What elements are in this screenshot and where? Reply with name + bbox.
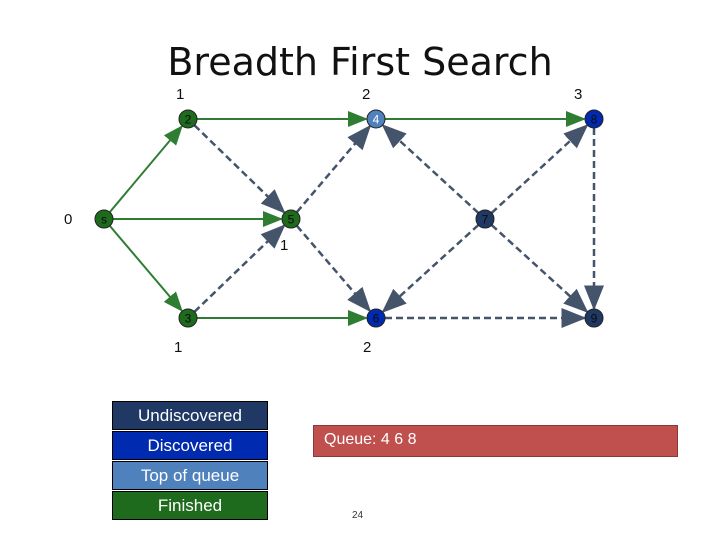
edge-2-5 [193,124,286,214]
distance-label: 1 [174,339,183,356]
node-3: 3 [178,308,198,328]
distance-label: 3 [574,86,583,103]
node-6: 6 [366,308,386,328]
node-circle [584,308,604,328]
edge-7-4 [381,124,480,214]
node-circle [178,308,198,328]
queue-box: Queue: 4 6 8 [313,425,678,457]
node-label: 6 [373,312,380,326]
node-5: 5 [281,209,301,229]
node-label: 7 [482,213,489,227]
edge-7-6 [381,224,480,313]
edge-5-4 [295,124,372,213]
distance-label: 2 [362,86,371,103]
node-label: 9 [591,312,598,326]
distance-label: 1 [176,86,185,103]
distance-label: 2 [363,339,372,356]
node-8: 8 [584,109,604,129]
legend-label: Finished [157,496,223,515]
node-circle [366,109,386,129]
edge-3-5 [193,224,286,313]
node-circle [94,209,114,229]
node-label: s [101,213,107,227]
legend-label: Discovered [147,436,233,455]
node-s: s [94,209,114,229]
node-circle [178,109,198,129]
tree-edge-s-3 [109,225,183,312]
node-label: 4 [373,113,380,127]
legend-finished: Finished [112,491,268,520]
node-label: 2 [185,113,192,127]
node-circle [475,209,495,229]
node-9: 9 [584,308,604,328]
legend-label: Undiscovered [138,406,242,425]
node-label: 3 [185,312,192,326]
edge-7-9 [490,224,589,313]
node-circle [584,109,604,129]
legend-discovered: Discovered [112,431,268,460]
node-7: 7 [475,209,495,229]
page-number: 24 [352,510,364,521]
legend-label: Top of queue [140,466,240,485]
node-label: 8 [591,113,598,127]
node-2: 2 [178,109,198,129]
edge-5-6 [295,225,372,313]
queue-text: Queue: 4 6 8 [324,431,417,448]
edge-7-8 [490,124,589,214]
node-circle [281,209,301,229]
slide-title: Breadth First Search [167,40,553,84]
legend-top-of-queue: Top of queue [112,461,268,490]
node-label: 5 [288,213,295,227]
legend-undiscovered: Undiscovered [112,401,268,430]
node-circle [366,308,386,328]
tree-edge-s-2 [109,125,183,213]
distance-label: 0 [64,211,73,228]
node-4: 4 [366,109,386,129]
